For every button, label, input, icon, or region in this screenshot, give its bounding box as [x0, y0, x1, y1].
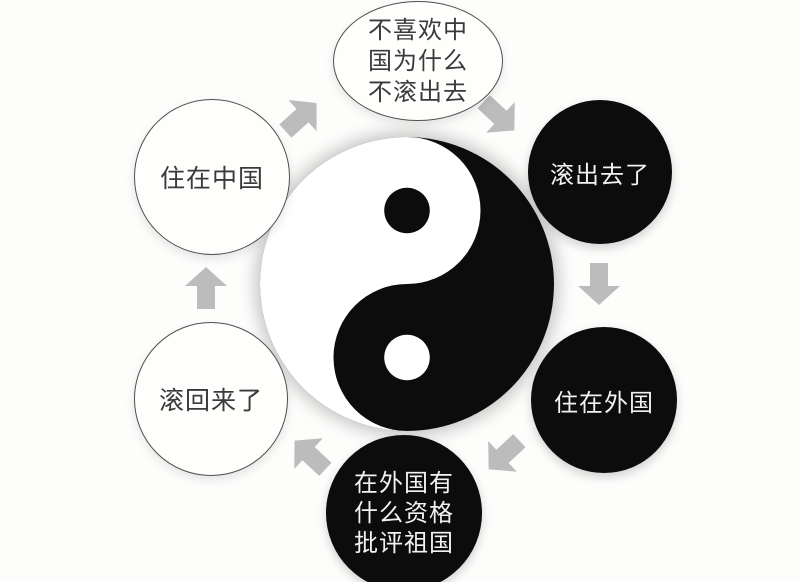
arrow-down-right-icon — [468, 85, 530, 147]
arrow-up-icon — [184, 266, 228, 310]
node-label-line: 滚回来了 — [158, 386, 263, 415]
node-label-line: 滚出去了 — [550, 160, 650, 189]
node-label-line: 不喜欢中 — [368, 15, 468, 44]
node-dont-like-china: 不喜欢中 国为什么 不滚出去 — [333, 1, 503, 121]
node-label-line: 国为什么 — [368, 46, 468, 75]
arrow-down-left-icon — [473, 424, 535, 486]
node-label-line: 在外国有 — [354, 469, 454, 497]
arrow-down-icon — [577, 262, 621, 306]
yin-yang-symbol — [260, 137, 554, 431]
node-label-line: 什么资格 — [354, 499, 454, 527]
arrow-up-left-icon — [279, 424, 341, 486]
node-label-line: 住在中国 — [159, 164, 264, 193]
yin-yang-icon — [260, 137, 554, 431]
node-label-line: 批评祖国 — [354, 529, 454, 557]
node-got-out: 滚出去了 — [528, 100, 672, 244]
node-living-abroad: 住在外国 — [531, 327, 677, 473]
node-came-back: 滚回来了 — [134, 322, 288, 476]
node-living-in-china: 住在中国 — [134, 99, 290, 255]
arrow-up-right-icon — [270, 86, 332, 148]
node-no-right-to-criticize: 在外国有 什么资格 批评祖国 — [326, 435, 482, 582]
node-label-line: 住在外国 — [554, 388, 654, 417]
node-label-line: 不滚出去 — [368, 77, 468, 106]
